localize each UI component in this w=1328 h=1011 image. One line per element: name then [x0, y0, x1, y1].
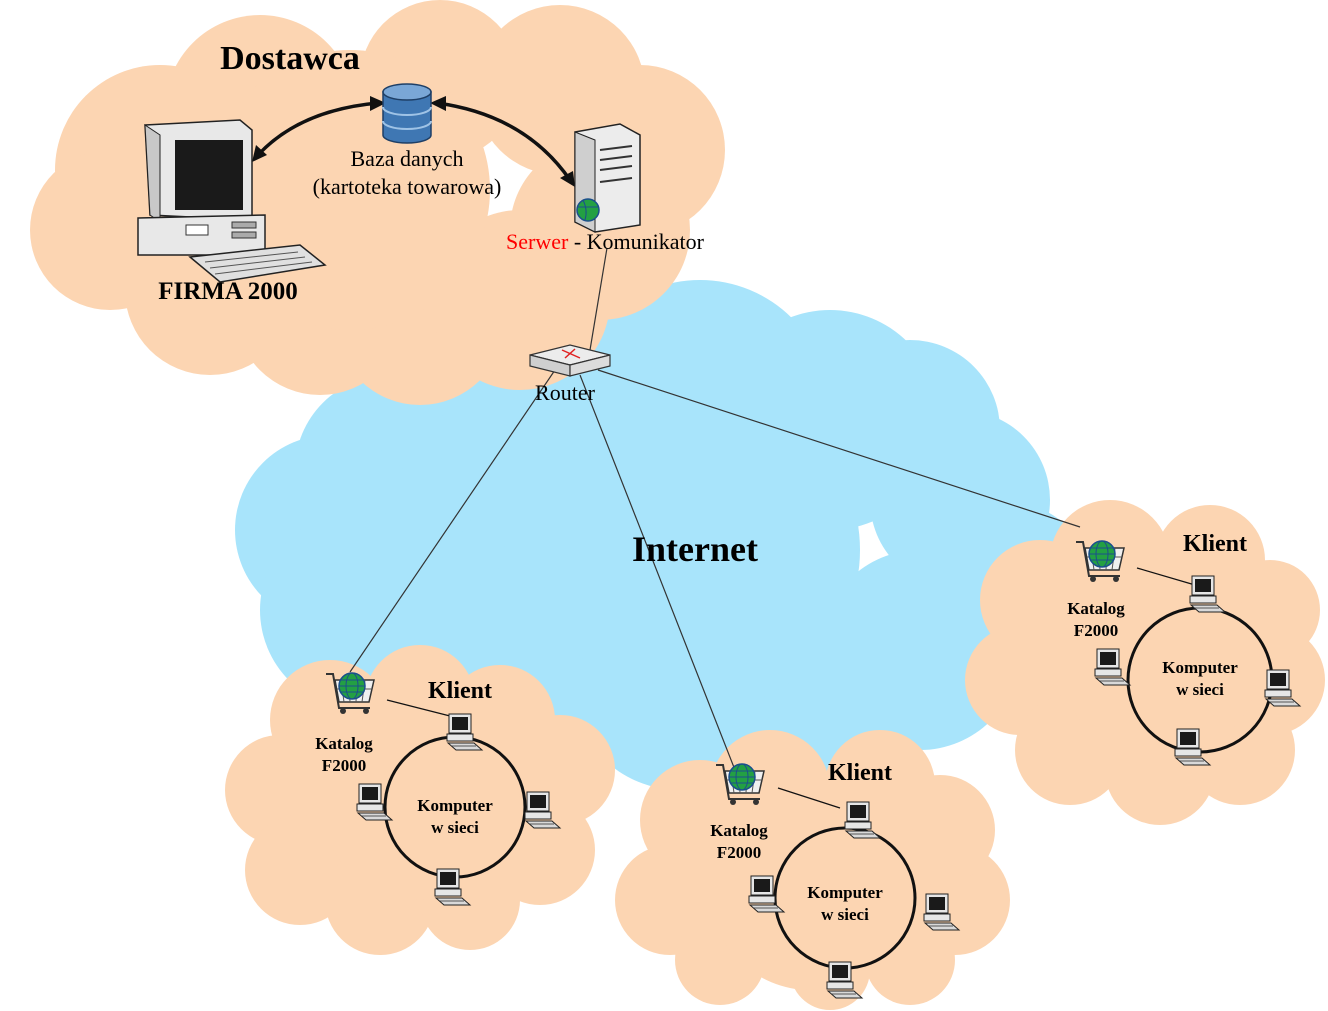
router-icon: [529, 344, 611, 377]
database-label-line1: Baza danych: [350, 146, 464, 171]
catalog-label-line2: F2000: [321, 756, 367, 775]
database-icon: [382, 83, 432, 144]
network-ring-label: Komputer w sieci: [1162, 657, 1238, 701]
catalog-label: Katalog F2000: [315, 733, 373, 777]
workstation-label: FIRMA 2000: [158, 278, 298, 305]
catalog-label-line1: Katalog: [315, 734, 373, 753]
router-label: Router: [535, 380, 595, 405]
catalog-label-line1: Katalog: [710, 821, 768, 840]
network-ring-label: Komputer w sieci: [417, 795, 493, 839]
sync-arrows: [256, 101, 572, 181]
database-label: Baza danych (kartoteka towarowa): [313, 145, 502, 201]
server-label-rest: - Komunikator: [568, 229, 704, 254]
server-label-highlight: Serwer: [506, 229, 569, 254]
server-tower-icon: [574, 123, 641, 233]
ring-label-line2: w sieci: [821, 905, 869, 924]
client-cloud-2: [615, 730, 1010, 1010]
server-label: Serwer - Komunikator: [506, 229, 704, 255]
catalog-label-line2: F2000: [1073, 621, 1119, 640]
database-label-line2: (kartoteka towarowa): [312, 174, 502, 199]
ring-label-line2: w sieci: [1176, 680, 1224, 699]
ring-label-line1: Komputer: [807, 883, 883, 902]
client-network-2: [715, 763, 960, 999]
catalog-label-line1: Katalog: [1067, 599, 1125, 618]
client-title: Klient: [428, 678, 492, 704]
internet-label: Internet: [632, 529, 758, 569]
client-network-1: [325, 672, 561, 906]
ring-label-line1: Komputer: [417, 796, 493, 815]
catalog-label: Katalog F2000: [1067, 598, 1125, 642]
ring-label-line2: w sieci: [431, 818, 479, 837]
catalog-label-line2: F2000: [716, 843, 762, 862]
client-title: Klient: [1183, 531, 1247, 557]
ring-label-line1: Komputer: [1162, 658, 1238, 677]
supplier-title: Dostawca: [220, 40, 360, 77]
catalog-label: Katalog F2000: [710, 820, 768, 864]
desktop-computer-icon: [137, 119, 327, 283]
network-ring-label: Komputer w sieci: [807, 882, 883, 926]
client-title: Klient: [828, 760, 892, 786]
client-network-3: [1075, 540, 1301, 766]
network-links: [349, 247, 1081, 771]
